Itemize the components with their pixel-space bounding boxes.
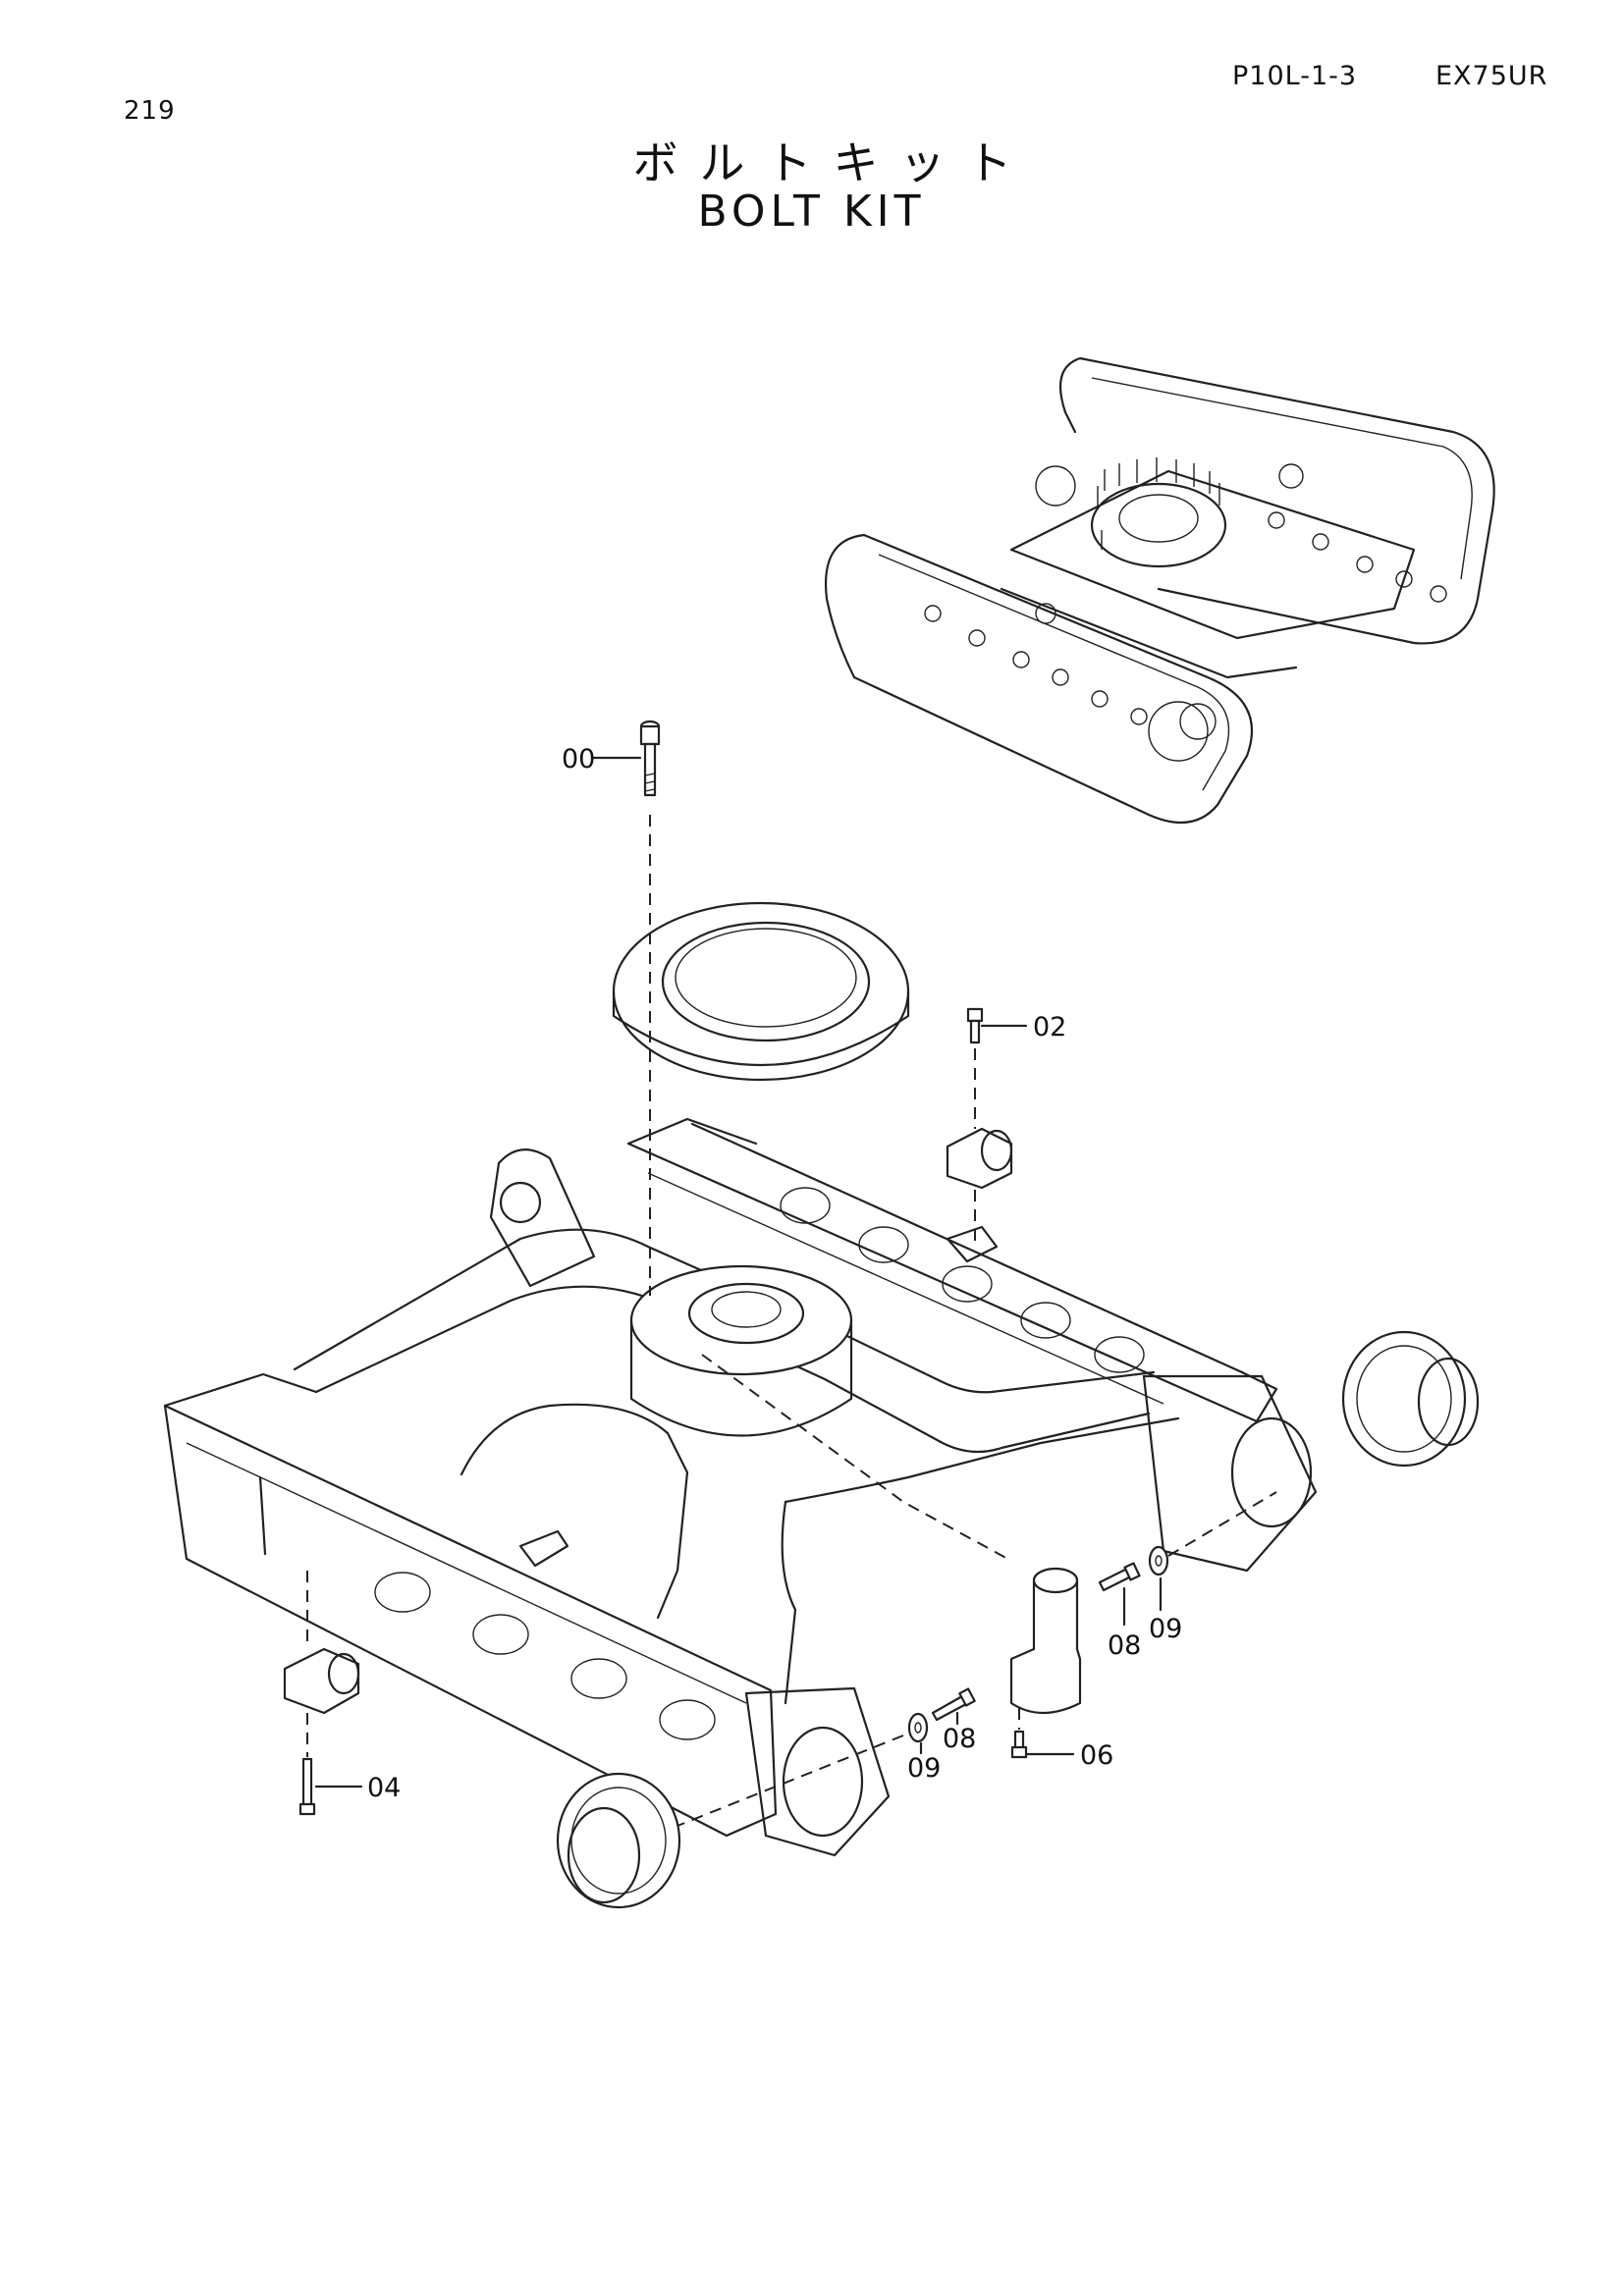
callout-09-right: 09 [1149, 1614, 1182, 1644]
bolt-08-front [931, 1687, 976, 1722]
roller-fitting-upper [946, 1127, 1013, 1190]
page-number: 219 [124, 96, 176, 126]
callout-00: 00 [562, 744, 595, 774]
roller-fitting-lower [283, 1647, 360, 1715]
bolt-08-right [1098, 1562, 1141, 1592]
callouts: 00 02 04 06 08 09 08 09 [314, 744, 1182, 1803]
bolt-00 [639, 720, 661, 797]
model-code: EX75UR [1435, 61, 1548, 91]
title-japanese: ボルトキット [632, 136, 1034, 189]
title-english: BOLT KIT [697, 187, 926, 237]
sprocket-front [556, 1772, 681, 1909]
bolt-04 [298, 1757, 316, 1816]
callout-04: 04 [367, 1773, 401, 1803]
assembly-lines [306, 815, 1277, 1827]
callout-08-front: 08 [943, 1724, 976, 1754]
track-frame-illustration [163, 1117, 1318, 1857]
bolt-02 [966, 1007, 984, 1044]
callout-02: 02 [1033, 1012, 1066, 1042]
callout-06: 06 [1080, 1740, 1113, 1771]
washer-09-front [907, 1712, 929, 1743]
washer-09-right [1148, 1545, 1169, 1576]
reference-code: P10L-1-3 [1232, 61, 1358, 91]
callout-09-front: 09 [907, 1753, 941, 1784]
bolt-06 [1010, 1730, 1028, 1759]
sprocket-right [1341, 1330, 1480, 1468]
center-joint [1009, 1567, 1082, 1714]
swing-bearing-ring [612, 901, 910, 1082]
overview-inset-illustration [825, 356, 1495, 825]
callout-08-right: 08 [1108, 1630, 1141, 1661]
